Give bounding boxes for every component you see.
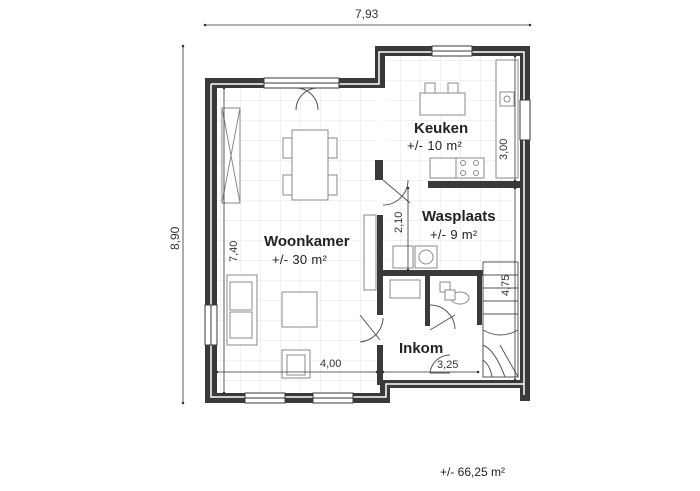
windows	[204, 45, 531, 404]
sofa	[226, 274, 258, 346]
kitchen-table	[419, 82, 466, 116]
room-name-keuken: Keuken	[414, 120, 469, 137]
dim-keuken-depth: 3,00	[498, 138, 510, 160]
room-name-wasplaats: Wasplaats	[422, 208, 496, 225]
room-area-wasplaats: +/- 9 m²	[430, 227, 478, 242]
dining-table	[282, 129, 338, 201]
room-name-woonkamer: Woonkamer	[264, 233, 350, 250]
room-area-keuken: +/- 10 m²	[407, 138, 463, 153]
dim-wasplaats-width: 2,10	[393, 211, 405, 233]
dim-inkom-width: 3,25	[437, 359, 459, 371]
interior-walls	[375, 160, 520, 385]
staircase	[482, 261, 519, 378]
kitchen-units	[429, 59, 519, 179]
toilet	[439, 281, 470, 305]
dim-overall-depth: 8,90	[168, 226, 182, 250]
coffee-table	[281, 291, 318, 328]
dimension-lines	[181, 23, 532, 405]
room-area-woonkamer: +/- 30 m²	[272, 252, 328, 267]
room-name-inkom: Inkom	[399, 340, 444, 357]
dim-woonkamer-depth: 7,40	[228, 240, 240, 262]
dim-overall-width: 7,93	[355, 7, 379, 21]
total-area: +/- 66,25 m²	[440, 465, 506, 479]
dim-woonkamer-width: 4,00	[320, 358, 342, 370]
tv-cabinet	[363, 214, 377, 291]
armchair	[281, 349, 311, 379]
sideboard	[221, 107, 241, 204]
dim-stair-depth: 4,75	[500, 274, 512, 296]
